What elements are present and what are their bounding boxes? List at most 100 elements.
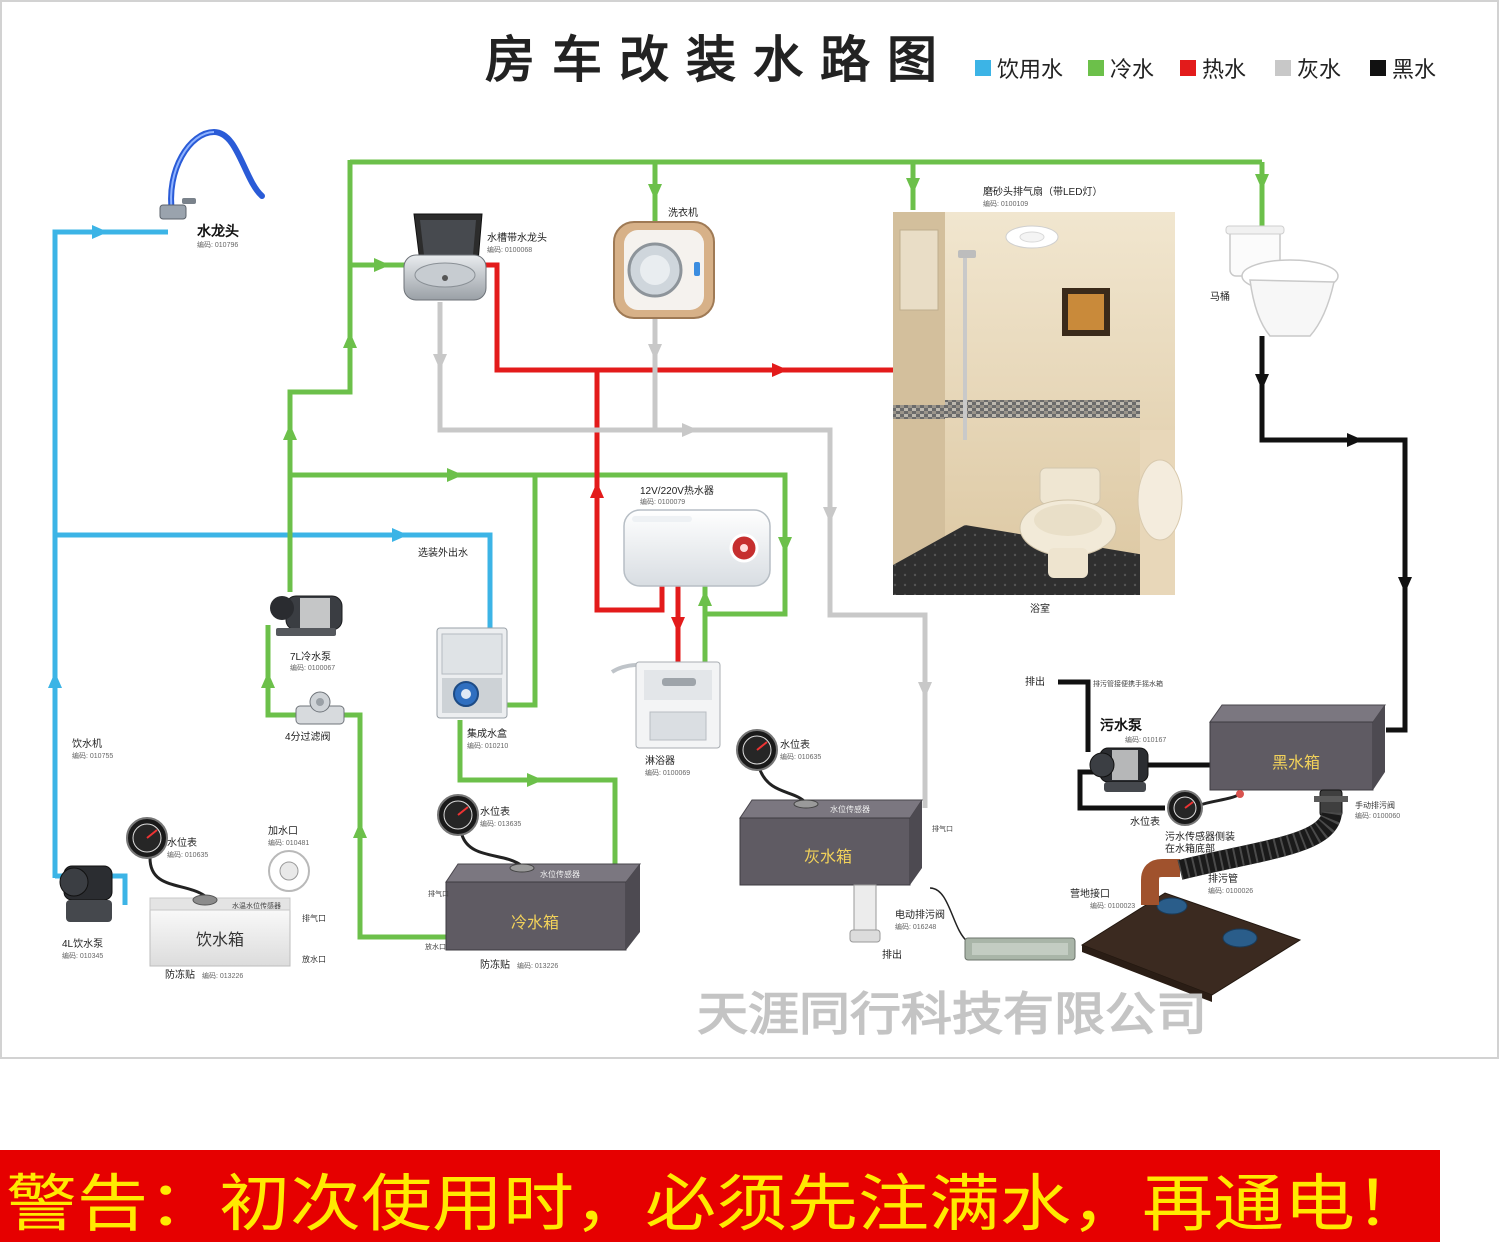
bathroom: 磨砂头排气扇（带LED灯） 编码: 0100109 浴室: [893, 185, 1183, 615]
drain-hose-label: 排污管: [1208, 872, 1238, 885]
legend-swatch-cold: [1088, 60, 1104, 76]
grey-water-tank: 水位表 编码: 010635 水位传感器 灰水箱 排气口 电动排污阀 编码: 0…: [736, 729, 1076, 961]
flow-arrow-icon: [48, 672, 62, 688]
black-tank-icon: [1209, 704, 1386, 791]
cold-tank-antifreeze-code: 编码: 013226: [517, 961, 558, 970]
cold-water-pipe: [287, 160, 353, 592]
electric-valve-label: 电动排污阀: [895, 908, 945, 921]
legend-swatch-black: [1370, 60, 1386, 76]
drinking-water-tank: 4L饮水泵 编码: 010345 水位表 编码: 010635 加水口 编码: …: [59, 817, 326, 981]
warning-banner-background: [0, 1150, 1440, 1242]
cold-tank-antifreeze-label: 防冻贴: [480, 958, 510, 971]
flow-arrow-icon: [343, 332, 357, 348]
grey-tank-vent-label: 排气口: [932, 824, 953, 833]
fill-cap-code: 编码: 010481: [268, 838, 309, 847]
cold-pump-label: 7L冷水泵: [290, 650, 331, 663]
drinking-pump-icon: [59, 865, 113, 922]
cold-water-pipe: [340, 712, 450, 940]
flow-arrow-icon: [698, 590, 712, 606]
water-box-code: 编码: 010210: [467, 741, 508, 750]
toilet-icon: [1225, 225, 1339, 337]
pump-icon: [270, 595, 343, 636]
dispenser-label: 饮水机: [72, 737, 102, 750]
black-tank-label: 黑水箱: [1272, 754, 1320, 772]
drinking-tank-antifreeze-label: 防冻贴: [165, 968, 195, 981]
water-heater-icon: [623, 509, 771, 587]
washing-machine: 洗衣机: [613, 206, 715, 319]
sewage-pump-icon: [1089, 747, 1149, 792]
legend-label-hot: 热水: [1202, 57, 1246, 82]
drinking-water-pipe: [55, 532, 493, 632]
sewage-pump-code: 编码: 010167: [1125, 735, 1166, 744]
sewage-pump-label: 污水泵: [1100, 717, 1142, 733]
sink-code: 编码: 0100068: [487, 245, 532, 254]
filter-label: 4分过滤阀: [285, 730, 331, 743]
water-heater-code: 编码: 0100079: [640, 497, 685, 506]
grey-tank-label: 灰水箱: [804, 848, 852, 866]
filter-valve: 4分过滤阀: [285, 691, 345, 743]
flow-arrow-icon: [906, 178, 920, 194]
cold-tank-sensor-label: 水位传感器: [540, 869, 580, 879]
black-water-tank: 排出 排污管接便携手摇水箱 污水泵 编码: 010167 黑水箱 水位表 污水传…: [1025, 675, 1400, 1002]
flow-arrow-icon: [392, 528, 408, 542]
sink-with-faucet: 水槽带水龙头 编码: 0100068: [403, 213, 547, 301]
flow-arrow-icon: [671, 617, 685, 633]
flow-arrow-icon: [261, 672, 275, 688]
toilet: 马桶: [1210, 225, 1339, 337]
grey-tank-outlet-label: 排出: [882, 948, 902, 961]
drinking-pump-label: 4L饮水泵: [62, 937, 103, 950]
legend-label-cold: 冷水: [1110, 57, 1154, 82]
drinking-tank-antifreeze-code: 编码: 013226: [202, 971, 243, 980]
camp-connector-label: 营地接口: [1070, 887, 1110, 900]
electric-valve-icon: [929, 887, 1076, 961]
legend-swatch-drinking: [975, 60, 991, 76]
filter-icon: [295, 691, 345, 725]
cold-water-pipe: [265, 625, 300, 718]
faucet-label: 水龙头: [197, 223, 239, 239]
page-title: 房车改装水路图: [485, 32, 954, 88]
flow-arrow-icon: [648, 184, 662, 200]
hot-water-pipe: [478, 262, 893, 373]
flow-arrow-icon: [447, 468, 463, 482]
faucet: 水龙头 编码: 010796: [159, 128, 265, 249]
warning-banner: 警告：初次使用时，必须先注满水，再通电！: [0, 1150, 1440, 1242]
water-level-gauge-icon: [1167, 790, 1244, 826]
grey-gauge-code: 编码: 010635: [780, 752, 821, 761]
flow-arrow-icon: [1398, 577, 1412, 593]
flow-arrow-icon: [590, 482, 604, 498]
flow-arrow-icon: [1347, 433, 1363, 447]
manual-valve-code: 编码: 0100060: [1355, 811, 1400, 820]
warning-text: 警告：初次使用时，必须先注满水，再通电！: [6, 1170, 1426, 1239]
cold-water-pipe: [457, 720, 618, 866]
flow-arrow-icon: [527, 773, 543, 787]
pipes: [52, 159, 1408, 940]
flow-arrow-icon: [353, 822, 367, 838]
bathroom-photo-icon: [893, 212, 1183, 595]
legend-label-grey: 灰水: [1297, 57, 1341, 82]
shower-unit: 淋浴器 编码: 0100069: [610, 661, 721, 777]
camp-connector-code: 编码: 0100023: [1090, 901, 1135, 910]
legend-label-black: 黑水: [1392, 57, 1436, 82]
sink-icon: [403, 213, 487, 301]
washing-machine-label: 洗衣机: [668, 206, 698, 219]
drain-hose-code: 编码: 0100026: [1208, 886, 1253, 895]
flow-arrow-icon: [1255, 374, 1269, 390]
shower-icon: [610, 661, 721, 749]
manual-valve-icon: [1314, 789, 1348, 817]
bathroom-label: 浴室: [1030, 602, 1050, 615]
fan-label: 磨砂头排气扇（带LED灯）: [983, 185, 1102, 198]
camp-connector-icon: [1080, 859, 1302, 1002]
faucet-icon: [159, 128, 265, 220]
black-outlet-note: 排污管接便携手摇水箱: [1093, 679, 1163, 688]
black-water-pipe: [1259, 336, 1408, 733]
integrated-water-box: 集成水盒 编码: 010210: [436, 627, 508, 750]
shower-code: 编码: 0100069: [645, 768, 690, 777]
drinking-water-pipe: [52, 229, 168, 878]
cold-tank-icon: [445, 863, 642, 951]
black-sensor-note-2: 在水箱底部: [1165, 842, 1215, 855]
cold-water-tank: 水位表 编码: 013635 水位传感器 冷水箱 排气口 放水口 防冻贴 编码:…: [425, 794, 642, 971]
fill-cap-icon: [268, 850, 310, 892]
cold-tank-drain-label: 放水口: [425, 942, 446, 951]
drinking-gauge-code: 编码: 010635: [167, 850, 208, 859]
